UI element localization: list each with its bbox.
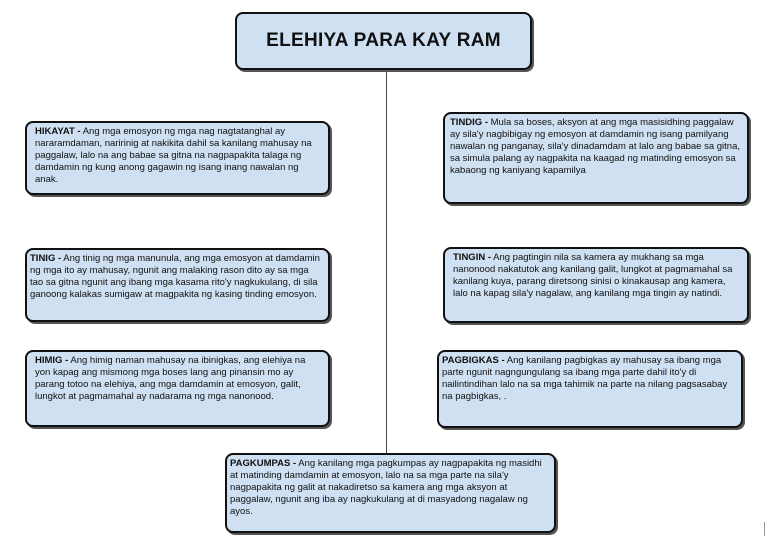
box-tindig: TINDIG - Mula sa boses, aksyon at ang mg… <box>443 112 749 204</box>
edge-mark <box>764 522 765 536</box>
box-hikayat-text: Ang mga emosyon ng mga nag nagtatanghal … <box>35 126 312 185</box>
box-pagkumpas: PAGKUMPAS - Ang kanilang mga pagkumpas a… <box>225 453 556 533</box>
box-himig-label: HIMIG - <box>35 355 69 366</box>
box-tingin-text: Ang pagtingin nila sa kamera ay mukhang … <box>453 252 733 299</box>
diagram-title: ELEHIYA PARA KAY RAM <box>235 12 532 70</box>
box-pagbigkas-label: PAGBIGKAS - <box>442 355 505 366</box>
box-tingin: TINGIN - Ang pagtingin nila sa kamera ay… <box>443 247 749 323</box>
connector-line <box>386 70 387 454</box>
box-pagbigkas: PAGBIGKAS - Ang kanilang pagbigkas ay ma… <box>437 350 743 428</box>
box-tindig-label: TINDIG - <box>450 117 488 128</box>
box-tingin-label: TINGIN - <box>453 252 491 263</box>
box-tinig-text: Ang tinig ng mga manunula, ang mga emosy… <box>30 253 320 300</box>
box-tinig: TINIG - Ang tinig ng mga manunula, ang m… <box>25 248 330 322</box>
box-hikayat-label: HIKAYAT - <box>35 126 81 137</box>
box-pagbigkas-text: Ang kanilang pagbigkas ay mahusay sa iba… <box>442 355 728 402</box>
box-pagkumpas-text: Ang kanilang mga pagkumpas ay nagpapakit… <box>230 458 542 517</box>
box-hikayat: HIKAYAT - Ang mga emosyon ng mga nag nag… <box>25 121 330 195</box>
box-tinig-label: TINIG - <box>30 253 62 264</box>
box-pagkumpas-label: PAGKUMPAS - <box>230 458 297 469</box>
box-himig-text: Ang himig naman mahusay na ibinigkas, an… <box>35 355 306 402</box>
box-tindig-text: Mula sa boses, aksyon at ang mga masisid… <box>450 117 741 176</box>
box-himig: HIMIG - Ang himig naman mahusay na ibini… <box>25 350 330 427</box>
